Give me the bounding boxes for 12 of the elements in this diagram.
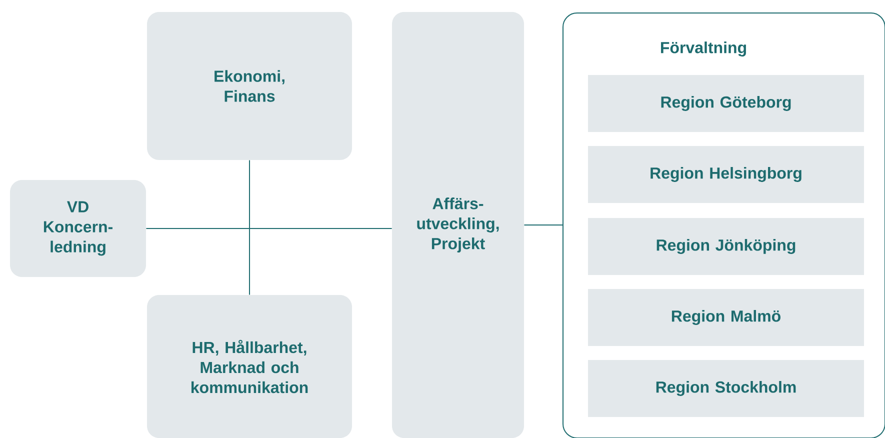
region-box: Region Jönköping [588, 218, 864, 275]
connector-line [524, 224, 563, 226]
region-box: Region Göteborg [588, 75, 864, 132]
region-box: Region Helsingborg [588, 146, 864, 203]
unit-box: VD Koncern- ledning [10, 180, 146, 277]
connector-line [249, 160, 250, 296]
region-box: Region Malmö [588, 289, 864, 346]
unit-box: HR, Hållbarhet, Marknad och kommunikation [147, 295, 352, 438]
connector-line [146, 228, 392, 229]
unit-box: Affärs- utveckling, Projekt [392, 12, 524, 438]
region-box: Region Stockholm [588, 360, 864, 417]
unit-box: Ekonomi, Finans [147, 12, 352, 160]
